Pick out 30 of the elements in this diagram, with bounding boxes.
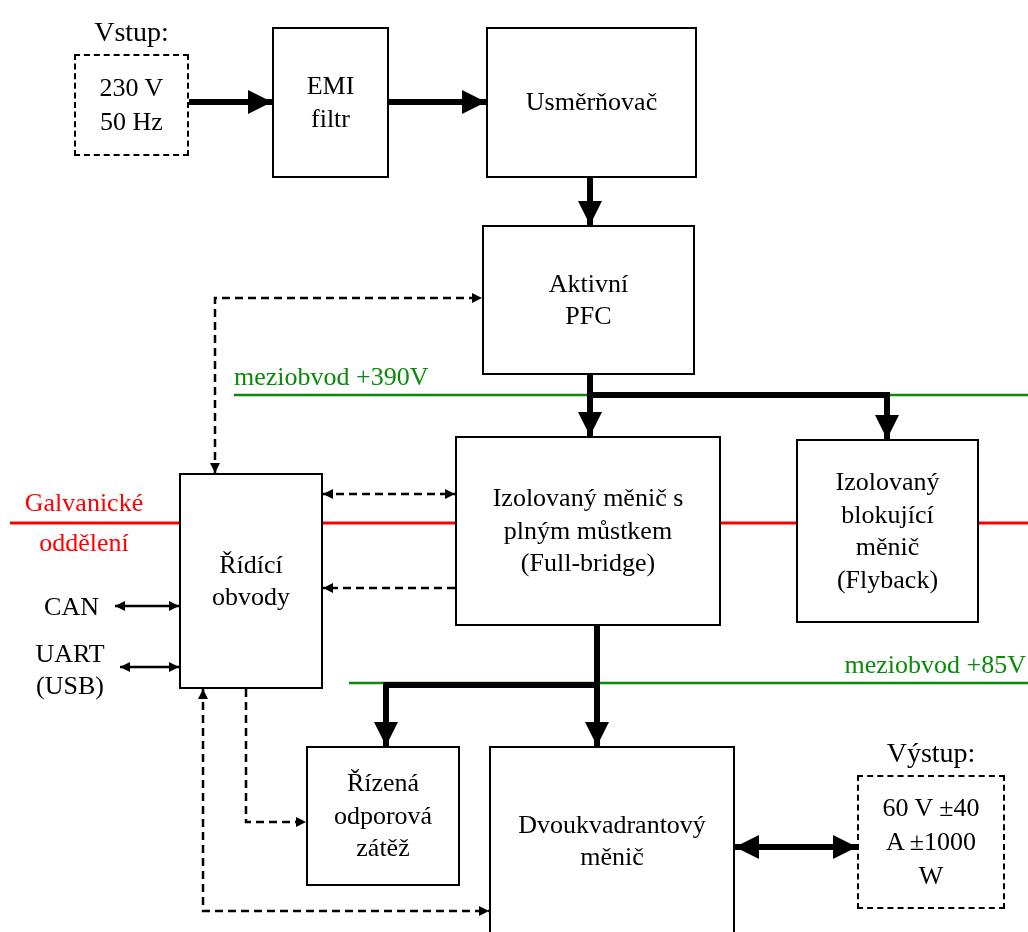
heading-text: Vstup: — [94, 15, 169, 49]
arrow — [323, 583, 455, 593]
arrow — [115, 601, 179, 611]
arrow — [244, 689, 306, 827]
arrow — [210, 293, 482, 473]
bus-label: meziobvod +85V — [843, 649, 1026, 681]
block-box: Izolovaný blokující měnič (Flyback) — [796, 439, 979, 623]
arrow — [323, 489, 455, 499]
arrow — [587, 375, 899, 439]
block-box: EMI filtr — [272, 27, 389, 178]
block-box: Izolovaný měnič s plným můstkem (Full-bridge) — [455, 436, 721, 626]
block-box: Dvoukvadrantový měnič — [489, 746, 735, 932]
arrow — [578, 178, 602, 225]
arrow — [735, 835, 857, 859]
block-box: Usměrňovač — [486, 27, 697, 178]
port-label: CAN — [28, 590, 115, 624]
arrow — [120, 662, 179, 672]
barrier-label: Galvanické oddělení — [23, 487, 145, 559]
arrow — [198, 689, 489, 916]
block-box: Aktivní PFC — [482, 225, 695, 375]
spec-box: 60 V ±40 A ±1000 W — [857, 775, 1005, 909]
heading-text: Výstup: — [886, 736, 976, 770]
arrow — [389, 90, 486, 114]
arrow — [189, 90, 272, 114]
spec-box: 230 V 50 Hz — [74, 54, 189, 156]
block-box: Řízená odporová zátěž — [306, 746, 460, 886]
bus-label: meziobvod +390V — [234, 361, 430, 393]
arrow — [374, 626, 600, 746]
block-box: Řídící obvody — [179, 473, 323, 689]
port-label: UART (USB) — [20, 632, 120, 708]
